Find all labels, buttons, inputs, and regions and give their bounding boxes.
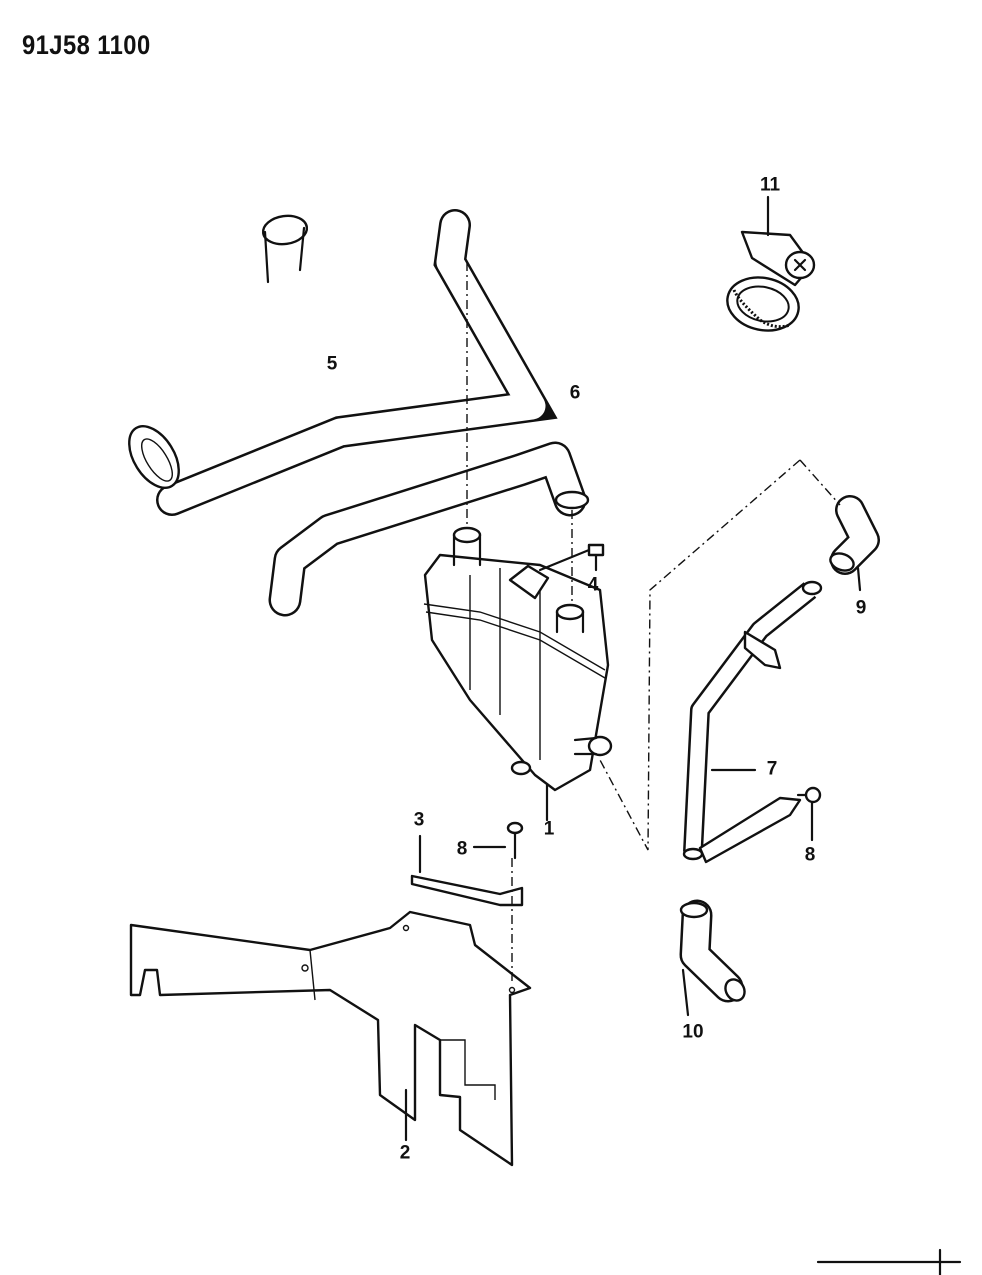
callout-6: 6 <box>569 382 581 404</box>
callout-4: 4 <box>587 574 599 596</box>
callout-2: 2 <box>399 1142 411 1164</box>
hose-part-6 <box>268 441 590 617</box>
callout-8-right: 8 <box>804 844 816 866</box>
strap-part-3 <box>410 834 524 907</box>
hose-part-5 <box>128 209 558 516</box>
assembly-lines <box>466 262 841 985</box>
callout-7: 7 <box>766 758 778 780</box>
callout-1: 1 <box>543 818 555 840</box>
mounting-bracket-part-2 <box>129 910 532 1167</box>
document-id: 91J58 1100 <box>22 30 151 60</box>
elbow-hose-part-10 <box>679 899 746 1017</box>
screw-part-8-left <box>472 821 524 860</box>
reservoir-tank-part-1 <box>423 526 613 792</box>
coolant-tube-part-7 <box>682 580 823 864</box>
callout-9: 9 <box>855 597 867 619</box>
callout-5: 5 <box>326 353 338 375</box>
callout-10: 10 <box>682 1021 704 1043</box>
callout-11: 11 <box>759 174 781 196</box>
corner-mark <box>816 1248 962 1275</box>
bolt-part-4 <box>538 543 605 572</box>
callout-3: 3 <box>413 809 425 831</box>
hose-clamp-part-11 <box>726 195 816 332</box>
callout-8-left: 8 <box>456 838 468 860</box>
elbow-hose-part-9 <box>829 495 880 592</box>
